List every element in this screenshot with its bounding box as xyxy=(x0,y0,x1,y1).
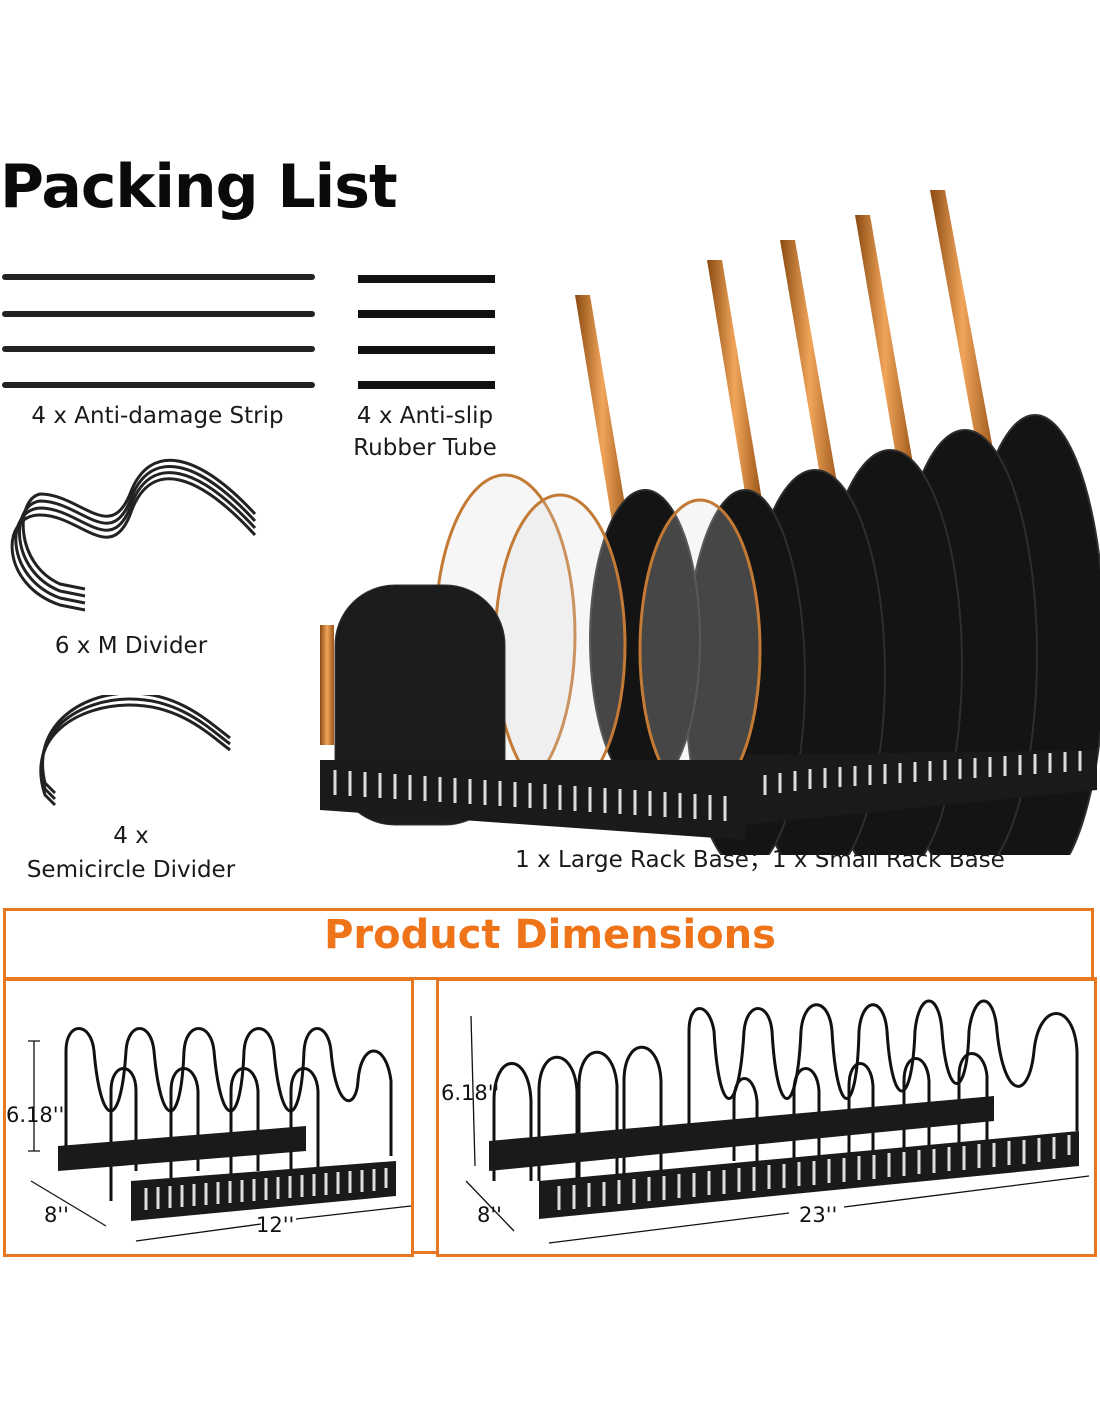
small-width-label: 12'' xyxy=(256,1213,295,1237)
small-height-label: 6.18'' xyxy=(6,1103,65,1127)
rubber-tube-label-line2: Rubber Tube xyxy=(353,435,497,461)
semicircle-label-line1: 4 x xyxy=(113,823,149,849)
anti-damage-strips-image xyxy=(2,274,495,389)
large-rack-panel: 6.18'' 8'' 23'' xyxy=(436,978,1097,1257)
large-height-label: 6.18'' xyxy=(441,1081,500,1105)
small-depth-label: 8'' xyxy=(44,1203,69,1227)
rubber-tube-label-line1: 4 x Anti-slip xyxy=(356,403,494,429)
m-divider-image xyxy=(10,458,257,612)
m-divider-label: 6 x M Divider xyxy=(54,633,208,659)
small-rack-image xyxy=(28,1027,411,1242)
rack-base-label: 1 x Large Rack Base；1 x Small Rack Base xyxy=(515,847,1005,873)
small-rack-panel: 6.18'' 8'' 12'' xyxy=(3,978,414,1257)
large-rack-image xyxy=(465,999,1090,1244)
large-width-label: 23'' xyxy=(799,1203,838,1227)
anti-damage-strip-label: 4 x Anti-damage Strip xyxy=(31,403,284,429)
semicircle-label-line2: Semicircle Divider xyxy=(26,857,236,883)
semicircle-divider-image xyxy=(39,695,231,807)
product-dimensions-title: Product Dimensions xyxy=(324,912,776,958)
large-depth-label: 8'' xyxy=(477,1203,502,1227)
rack-with-pans-image xyxy=(320,190,1100,855)
packing-list-title: Packing List xyxy=(0,152,398,222)
